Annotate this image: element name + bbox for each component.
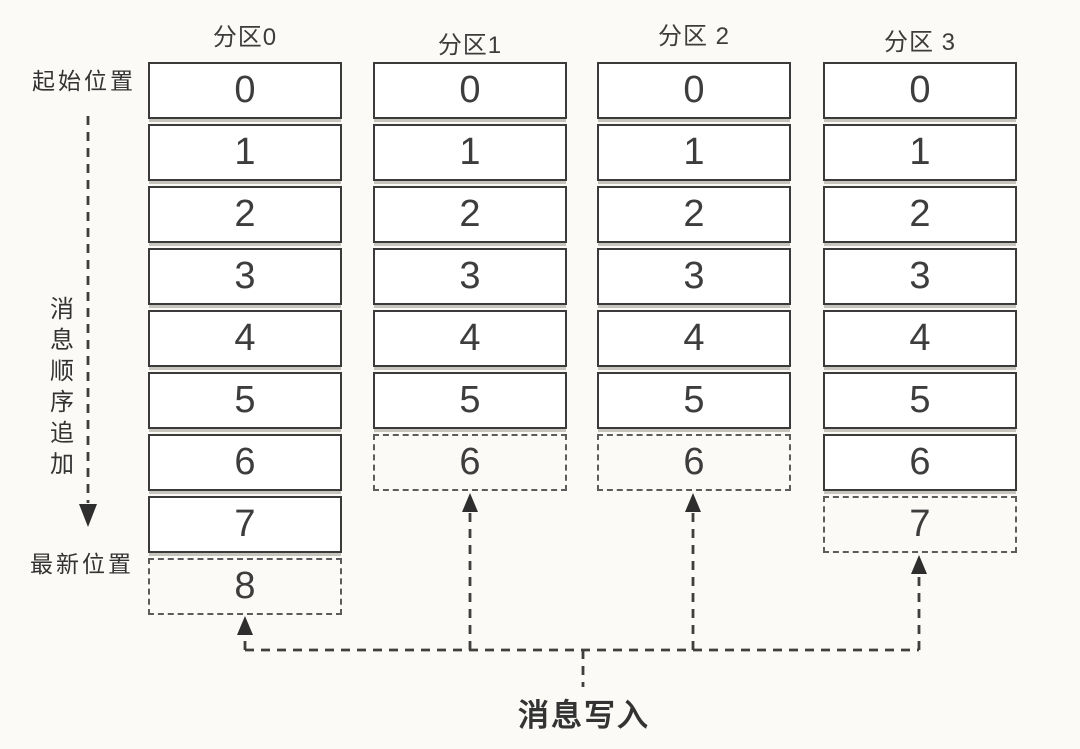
offset-cell: 3 [373, 248, 567, 305]
next-write-cell: 6 [373, 434, 567, 491]
offset-cell: 1 [597, 124, 791, 181]
offset-cell: 2 [373, 186, 567, 243]
offset-cell: 1 [823, 124, 1017, 181]
latest-position-label: 最新位置 [30, 551, 134, 577]
offset-cell: 4 [823, 310, 1017, 367]
offset-cell: 4 [597, 310, 791, 367]
offset-cell: 4 [373, 310, 567, 367]
offset-cell: 5 [148, 372, 342, 429]
offset-cell: 6 [823, 434, 1017, 491]
offset-cell: 0 [148, 62, 342, 119]
offset-cell: 5 [597, 372, 791, 429]
append-direction-arrowhead-icon [79, 504, 97, 527]
partition-0-header: 分区0 [212, 24, 278, 51]
offset-cell: 0 [597, 62, 791, 119]
next-write-cell: 8 [148, 558, 342, 615]
partition-1-header: 分区1 [437, 32, 503, 59]
offset-cell: 0 [823, 62, 1017, 119]
offset-cell: 2 [823, 186, 1017, 243]
offset-cell: 3 [597, 248, 791, 305]
next-write-cell: 6 [597, 434, 791, 491]
offset-cell: 5 [823, 372, 1017, 429]
partition-2-header: 分区 2 [657, 23, 730, 50]
offset-cell: 6 [148, 434, 342, 491]
offset-cell: 3 [823, 248, 1017, 305]
start-position-label: 起始位置 [32, 68, 136, 94]
append-order-label: 消息顺序追加 [50, 296, 74, 478]
offset-cell: 4 [148, 310, 342, 367]
next-write-cell: 7 [823, 496, 1017, 553]
offset-cell: 2 [148, 186, 342, 243]
offset-cell: 2 [597, 186, 791, 243]
offset-cell: 7 [148, 496, 342, 553]
offset-cell: 0 [373, 62, 567, 119]
offset-cell: 1 [373, 124, 567, 181]
partition-3-header: 分区 3 [883, 29, 956, 56]
offset-cell: 5 [373, 372, 567, 429]
message-write-label: 消息写入 [518, 698, 650, 733]
offset-cell: 1 [148, 124, 342, 181]
offset-cell: 3 [148, 248, 342, 305]
